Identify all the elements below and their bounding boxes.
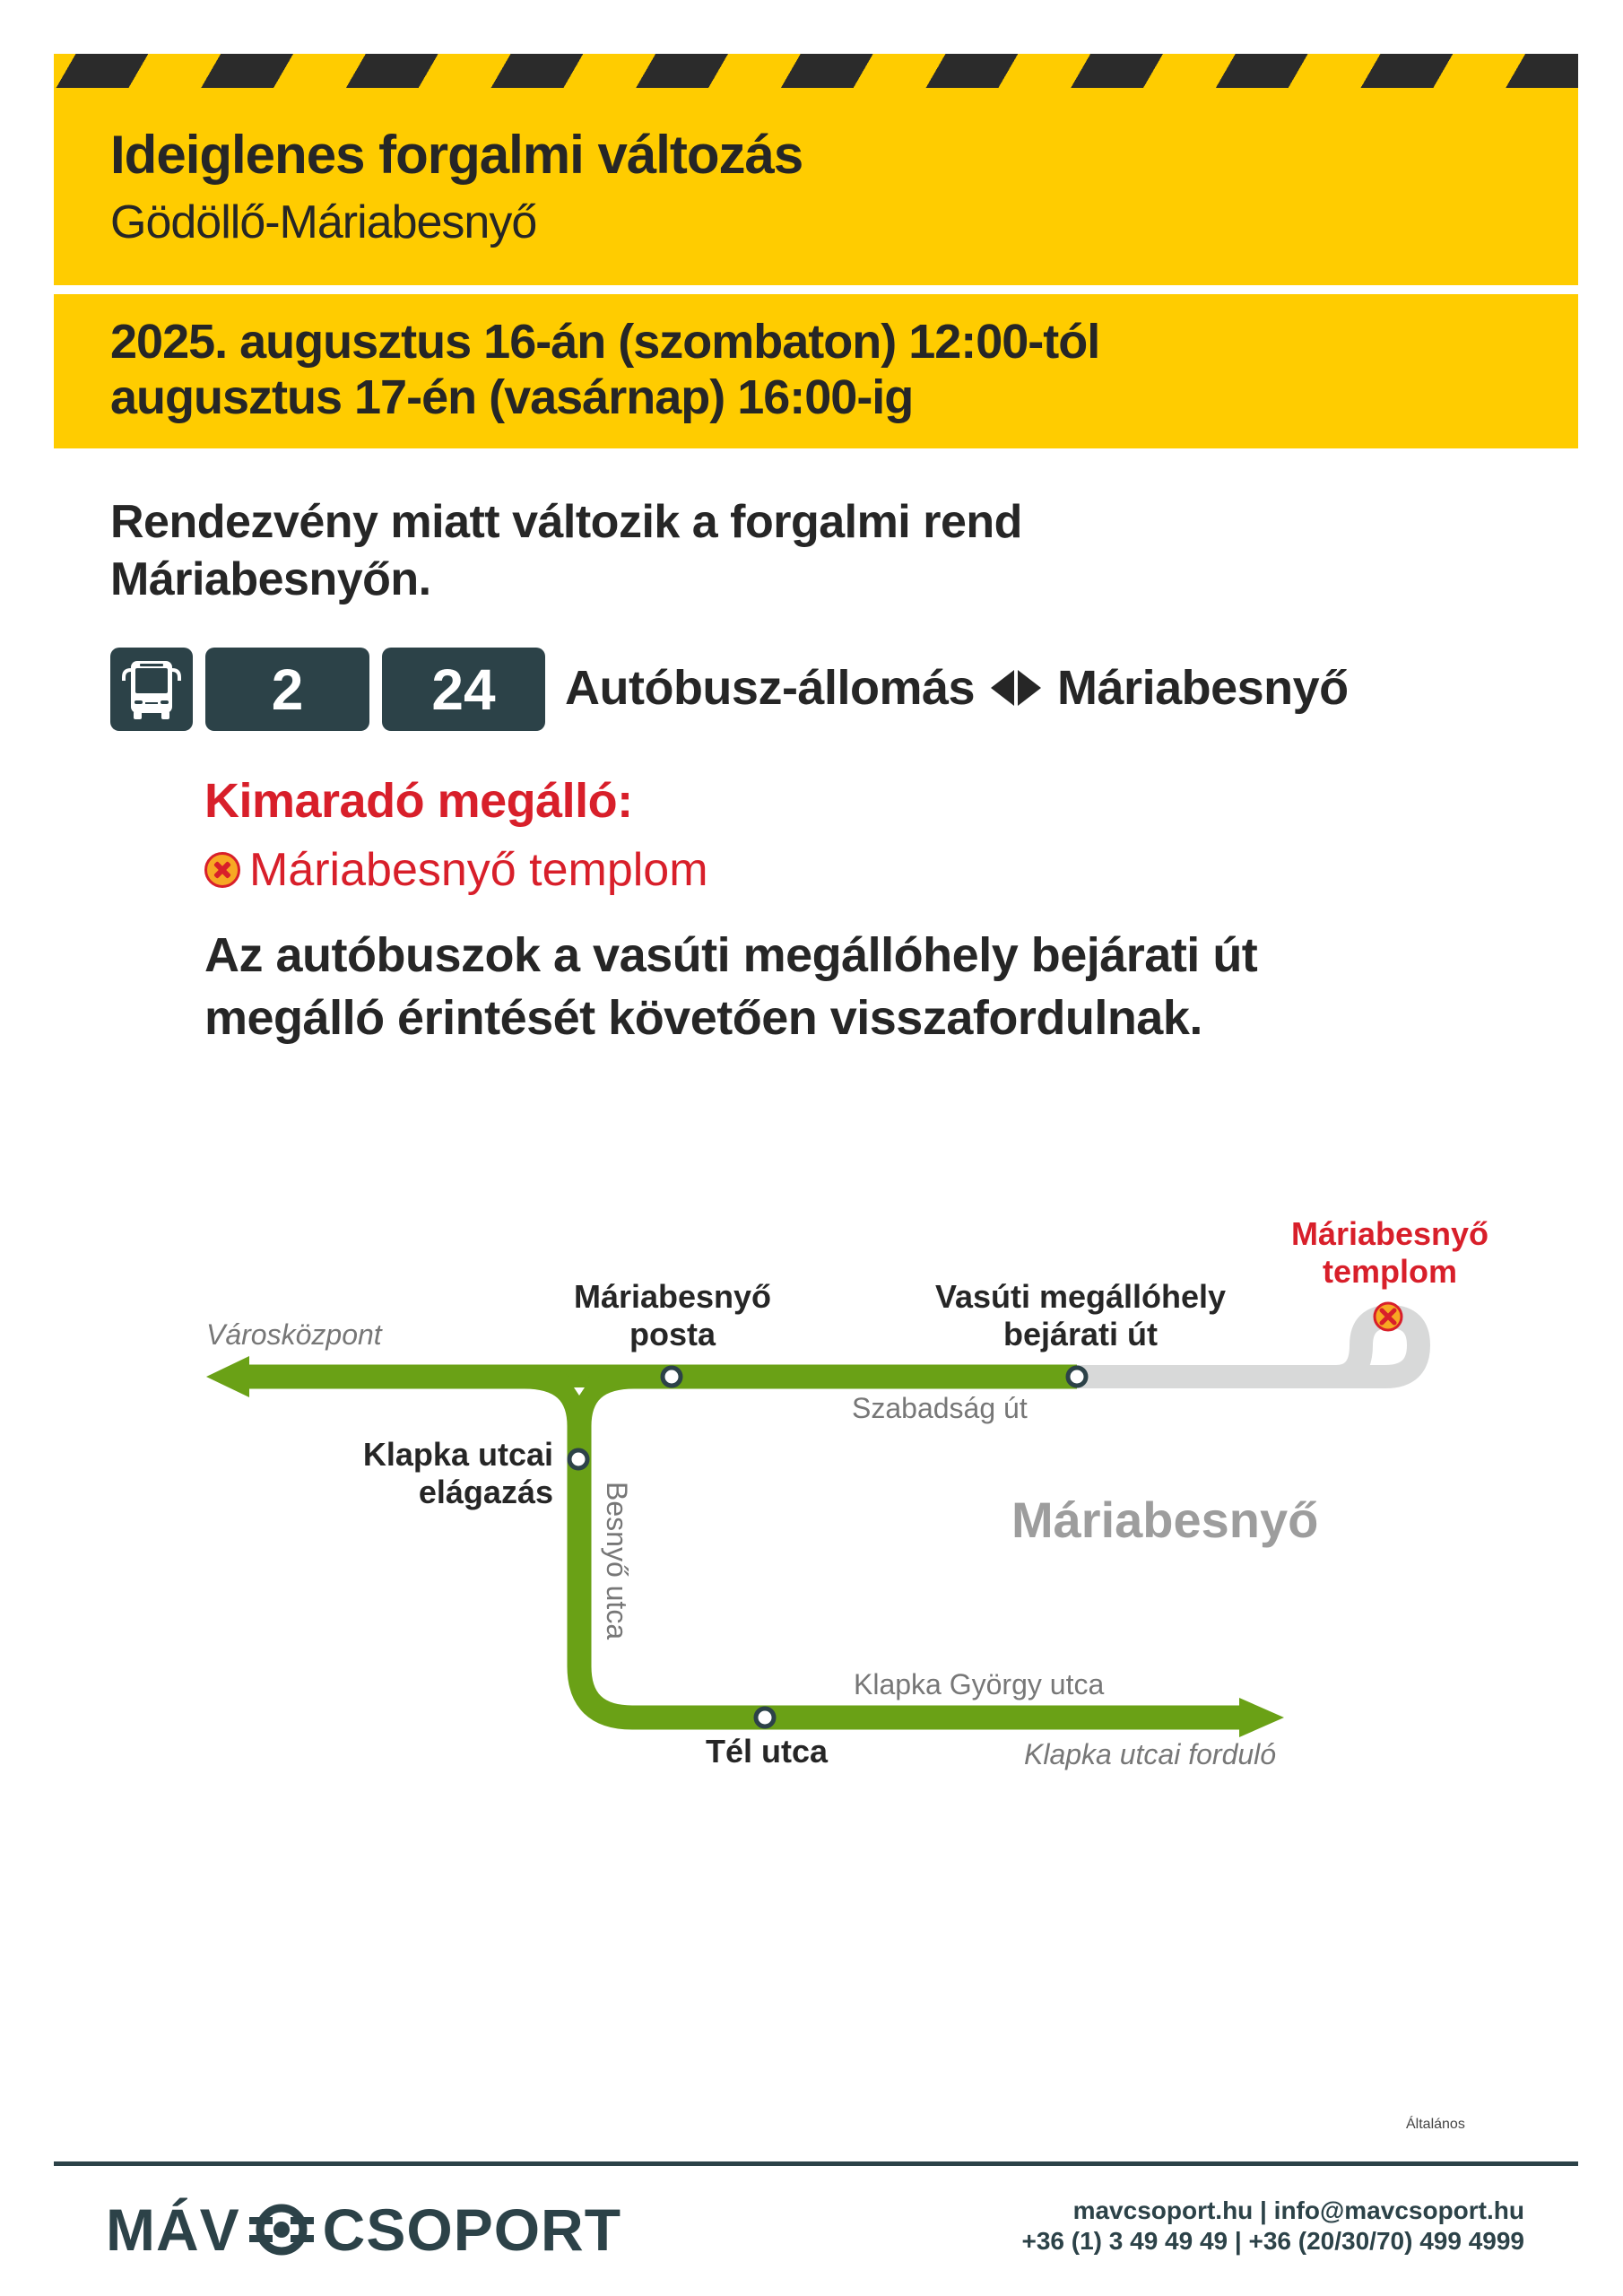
- mav-csoport-logo: MÁV CSOPORT: [106, 2196, 621, 2264]
- logo-text-right: CSOPORT: [322, 2196, 622, 2263]
- stop-tel-utca-icon: [753, 1706, 777, 1729]
- stop-label-line: posta: [629, 1316, 716, 1352]
- bidirectional-arrows-icon: [991, 670, 1042, 706]
- cancelled-stop-row: Máriabesnyő templom: [204, 843, 708, 897]
- note-line-2: megálló érintését követően visszaforduln…: [204, 991, 1202, 1045]
- route-from: Autóbusz-állomás: [565, 661, 976, 715]
- cancelled-stop-name: Máriabesnyő templom: [249, 844, 708, 896]
- cancelled-stop-icon: [204, 852, 240, 888]
- bus-mode-badge: [110, 648, 193, 731]
- intro-line-1: Rendezvény miatt változik a forgalmi ren…: [110, 496, 1022, 548]
- date-start: 2025. augusztus 16-án (szombaton) 12:00-…: [110, 315, 1100, 369]
- route-to: Máriabesnyő: [1057, 661, 1349, 715]
- cancelled-heading: Kimaradó megálló:: [204, 774, 633, 828]
- junction-marker-icon: [574, 1387, 585, 1396]
- page-title: Ideiglenes forgalmi változás: [110, 125, 803, 185]
- contact-phones[interactable]: +36 (1) 3 49 49 49 | +36 (20/30/70) 499 …: [1021, 2227, 1525, 2255]
- classification-label: Általános: [1406, 2117, 1465, 2132]
- date-panel: [54, 294, 1578, 448]
- note-line-1: Az autóbuszok a vasúti megállóhely bejár…: [204, 928, 1258, 982]
- stop-label-line: elágazás: [418, 1474, 553, 1510]
- contact-info: mavcsoport.hu | info@mavcsoport.hu +36 (…: [1022, 2196, 1525, 2257]
- page-subtitle: Gödöllő-Máriabesnyő: [110, 196, 537, 248]
- footer-divider: [54, 2161, 1578, 2166]
- logo-text-left: MÁV: [106, 2196, 240, 2263]
- stop-vasuti-icon: [1065, 1365, 1089, 1388]
- turnaround-note: Az autóbuszok a vasúti megállóhely bejár…: [204, 924, 1505, 1049]
- intro-text: Rendezvény miatt változik a forgalmi ren…: [110, 493, 1366, 608]
- street-besnyo: Besnyő utca: [601, 1482, 633, 1640]
- mav-wheel-icon: [248, 2204, 314, 2256]
- contact-web-email[interactable]: mavcsoport.hu | info@mavcsoport.hu: [1072, 2196, 1524, 2224]
- route-endpoints: Autóbusz-állomás Máriabesnyő: [565, 660, 1349, 716]
- stop-label-line: Máriabesnyő: [573, 1278, 772, 1315]
- date-end: augusztus 17-én (vasárnap) 16:00-ig: [110, 370, 914, 424]
- stop-label-posta: Máriabesnyő posta: [538, 1278, 807, 1353]
- stop-label-vasuti: Vasúti megállóhely bejárati út: [906, 1278, 1255, 1353]
- intro-line-2: Máriabesnyőn.: [110, 553, 431, 605]
- stop-label-line: Vasúti megállóhely: [934, 1278, 1227, 1315]
- stop-label-line: Klapka utcai: [362, 1436, 553, 1473]
- stop-label-tel-utca: Tél utca: [705, 1733, 829, 1770]
- street-szabadsag: Szabadság út: [852, 1392, 1028, 1424]
- cancelled-label-line: Máriabesnyő: [1290, 1215, 1489, 1252]
- bus-icon: [122, 660, 181, 719]
- direction-west-label: Városközpont: [206, 1318, 382, 1351]
- stop-label-line: bejárati út: [1002, 1316, 1159, 1352]
- line-badge-2: 2: [205, 648, 369, 731]
- cancelled-label-line: templom: [1322, 1253, 1457, 1290]
- direction-east-label: Klapka utcai forduló: [1024, 1738, 1277, 1770]
- arrow-east-icon: [1239, 1698, 1284, 1737]
- cancelled-stop-map-label: Máriabesnyő templom: [1255, 1215, 1524, 1291]
- arrow-west-icon: [206, 1356, 249, 1397]
- street-klapka-gyorgy: Klapka György utca: [854, 1668, 1105, 1700]
- header-panel: [54, 88, 1578, 285]
- line-badge-24: 24: [382, 648, 545, 731]
- stop-klapka-elagazas-icon: [567, 1448, 590, 1471]
- stop-label-klapka-elagazas: Klapka utcai elágazás: [323, 1436, 553, 1511]
- stop-posta-icon: [660, 1365, 683, 1388]
- hazard-stripe-band: [54, 54, 1578, 88]
- active-route: [242, 1364, 1246, 1730]
- area-label: Máriabesnyő: [1011, 1492, 1319, 1548]
- cancelled-stop-map-icon: [1373, 1301, 1403, 1332]
